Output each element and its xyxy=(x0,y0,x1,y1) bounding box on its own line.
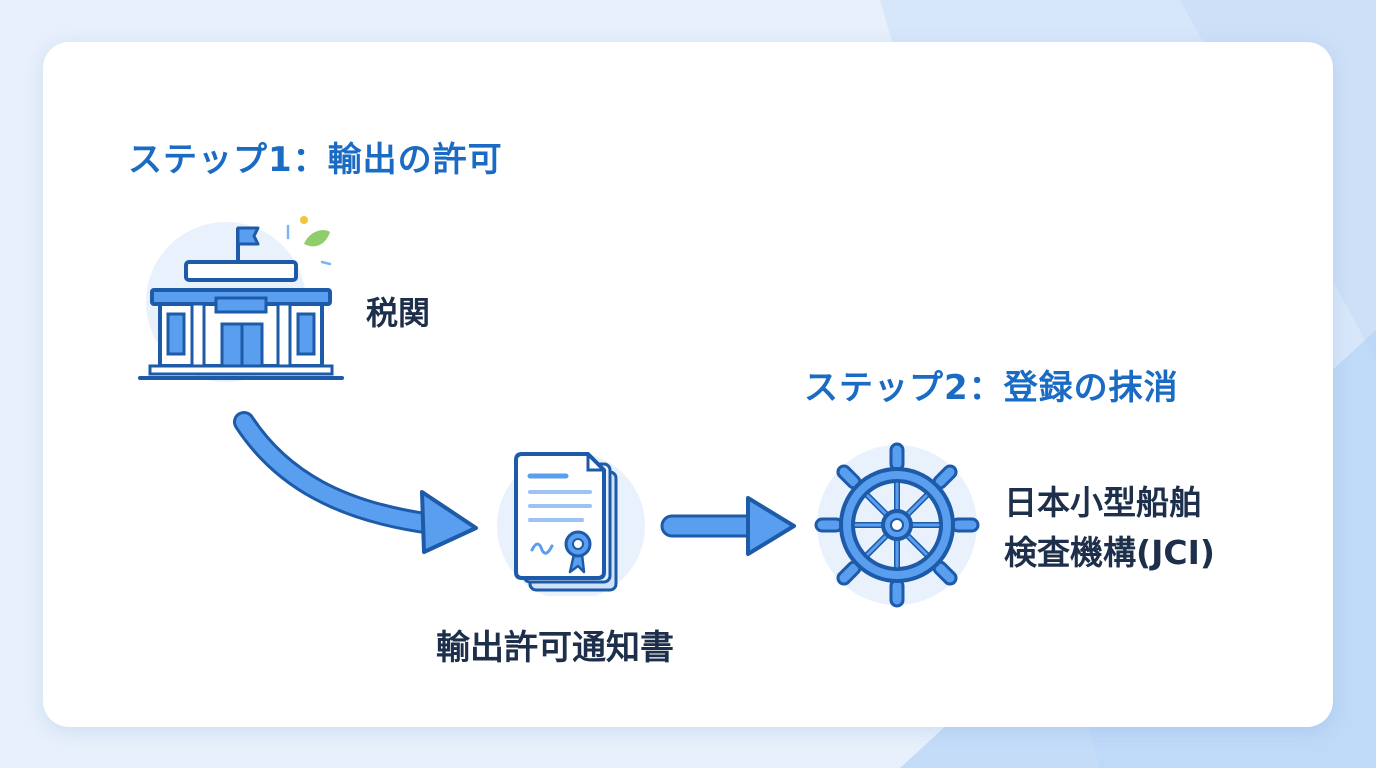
jci-label-line1: 日本小型船舶 xyxy=(1004,483,1202,522)
ship-wheel-icon xyxy=(814,442,980,608)
customs-label: 税関 xyxy=(366,294,431,332)
curved-arrow-icon xyxy=(233,411,478,554)
right-arrow-icon xyxy=(660,496,796,556)
step1-title: ステップ1：輸出の許可 xyxy=(128,140,503,180)
content-card xyxy=(43,42,1333,727)
permit-document-label: 輸出許可通知書 xyxy=(436,628,674,668)
step2-title: ステップ2：登録の抹消 xyxy=(804,368,1179,408)
jci-label: 日本小型船舶 検査機構(JCI) xyxy=(1004,478,1215,578)
certificate-document-icon xyxy=(497,452,645,596)
jci-label-line2: 検査機構(JCI) xyxy=(1004,533,1215,572)
government-building-icon xyxy=(138,216,344,382)
